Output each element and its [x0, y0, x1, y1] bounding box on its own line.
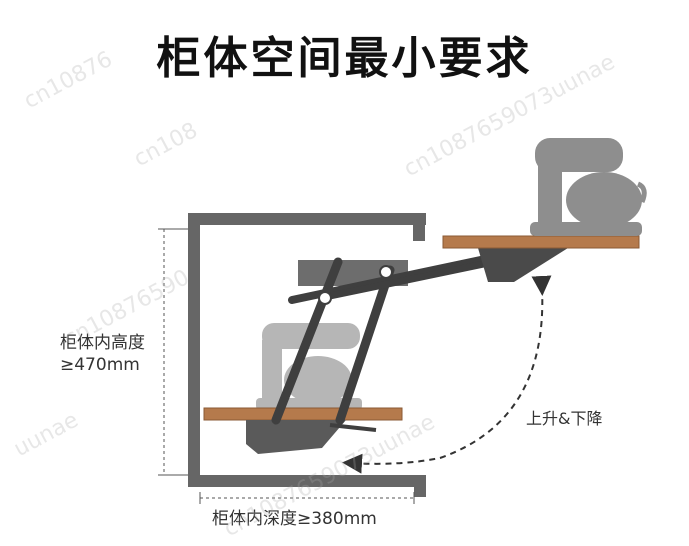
motion-label: 上升&下降 [526, 409, 603, 428]
height-label-line1: 柜体内高度 [60, 333, 145, 353]
motion-arrow [342, 275, 552, 474]
lower-bracket [246, 420, 346, 454]
upper-shelf [442, 235, 640, 249]
page-title: 柜体空间最小要求 [156, 33, 533, 84]
mixer-raised-icon [530, 138, 647, 236]
depth-dimension-line [199, 492, 415, 504]
height-label-line2: ≥470mm [60, 355, 140, 375]
height-label: 柜体内高度 ≥470mm [60, 332, 145, 376]
lower-shelf [203, 407, 403, 421]
height-dimension-line [158, 228, 188, 476]
upper-bracket [478, 248, 568, 282]
depth-label: 柜体内深度≥380mm [212, 509, 377, 529]
cabinet-frame [188, 213, 426, 497]
